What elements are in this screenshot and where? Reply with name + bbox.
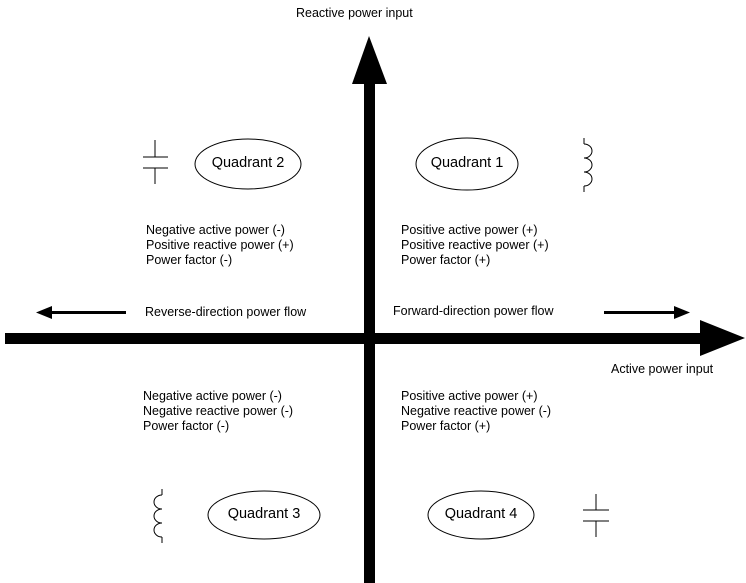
quadrant-3-line: Power factor (-) [143,419,230,433]
active-power-axis [5,320,745,356]
quadrant-2-line: Negative active power (-) [146,223,285,237]
quadrant-2-ellipse [194,138,302,190]
forward-flow-label: Forward-direction power flow [393,304,554,318]
inductor-icon [583,138,593,192]
quadrant-3-description: Negative active power (-) Negative react… [143,389,293,434]
quadrant-1-ellipse [415,137,519,191]
reactive-axis-shaft [364,82,375,583]
quadrant-1-label: Quadrant 1 [430,155,504,171]
quadrant-4-description: Positive active power (+) Negative react… [401,389,551,434]
reactive-power-axis [352,36,387,583]
reactive-axis-arrowhead [352,36,387,84]
quadrant-1-line: Power factor (+) [401,253,491,267]
quadrant-4-line: Positive active power (+) [401,389,538,403]
reverse-flow-arrow [36,306,126,319]
active-axis-arrowhead [700,320,745,356]
quadrant-4-line: Power factor (+) [401,419,491,433]
forward-flow-arrow [604,306,690,319]
quadrant-2-line: Positive reactive power (+) [146,238,294,252]
quadrant-3-label: Quadrant 3 [227,506,301,522]
quadrant-1-line: Positive active power (+) [401,223,538,237]
active-axis-label: Active power input [611,362,714,376]
active-axis-shaft [5,333,705,344]
quadrant-1-line: Positive reactive power (+) [401,238,549,252]
quadrant-4-label: Quadrant 4 [444,506,518,522]
quadrant-4-line: Negative reactive power (-) [401,404,552,418]
quadrant-3-line: Negative reactive power (-) [143,404,294,418]
quadrant-2-label: Quadrant 2 [211,155,285,171]
quadrant-4-ellipse [427,490,535,540]
reactive-axis-label: Reactive power input [296,6,413,20]
quadrant-2-description: Negative active power (-) Positive react… [146,223,294,268]
quadrant-1-description: Positive active power (+) Positive react… [401,223,549,268]
quadrant-3-line: Negative active power (-) [143,389,282,403]
quadrant-2-line: Power factor (-) [146,253,233,267]
quadrant-3-ellipse [207,490,321,540]
capacitor-icon [143,140,168,184]
inductor-icon [153,489,163,543]
reverse-flow-label: Reverse-direction power flow [145,305,307,319]
capacitor-icon [583,494,609,537]
